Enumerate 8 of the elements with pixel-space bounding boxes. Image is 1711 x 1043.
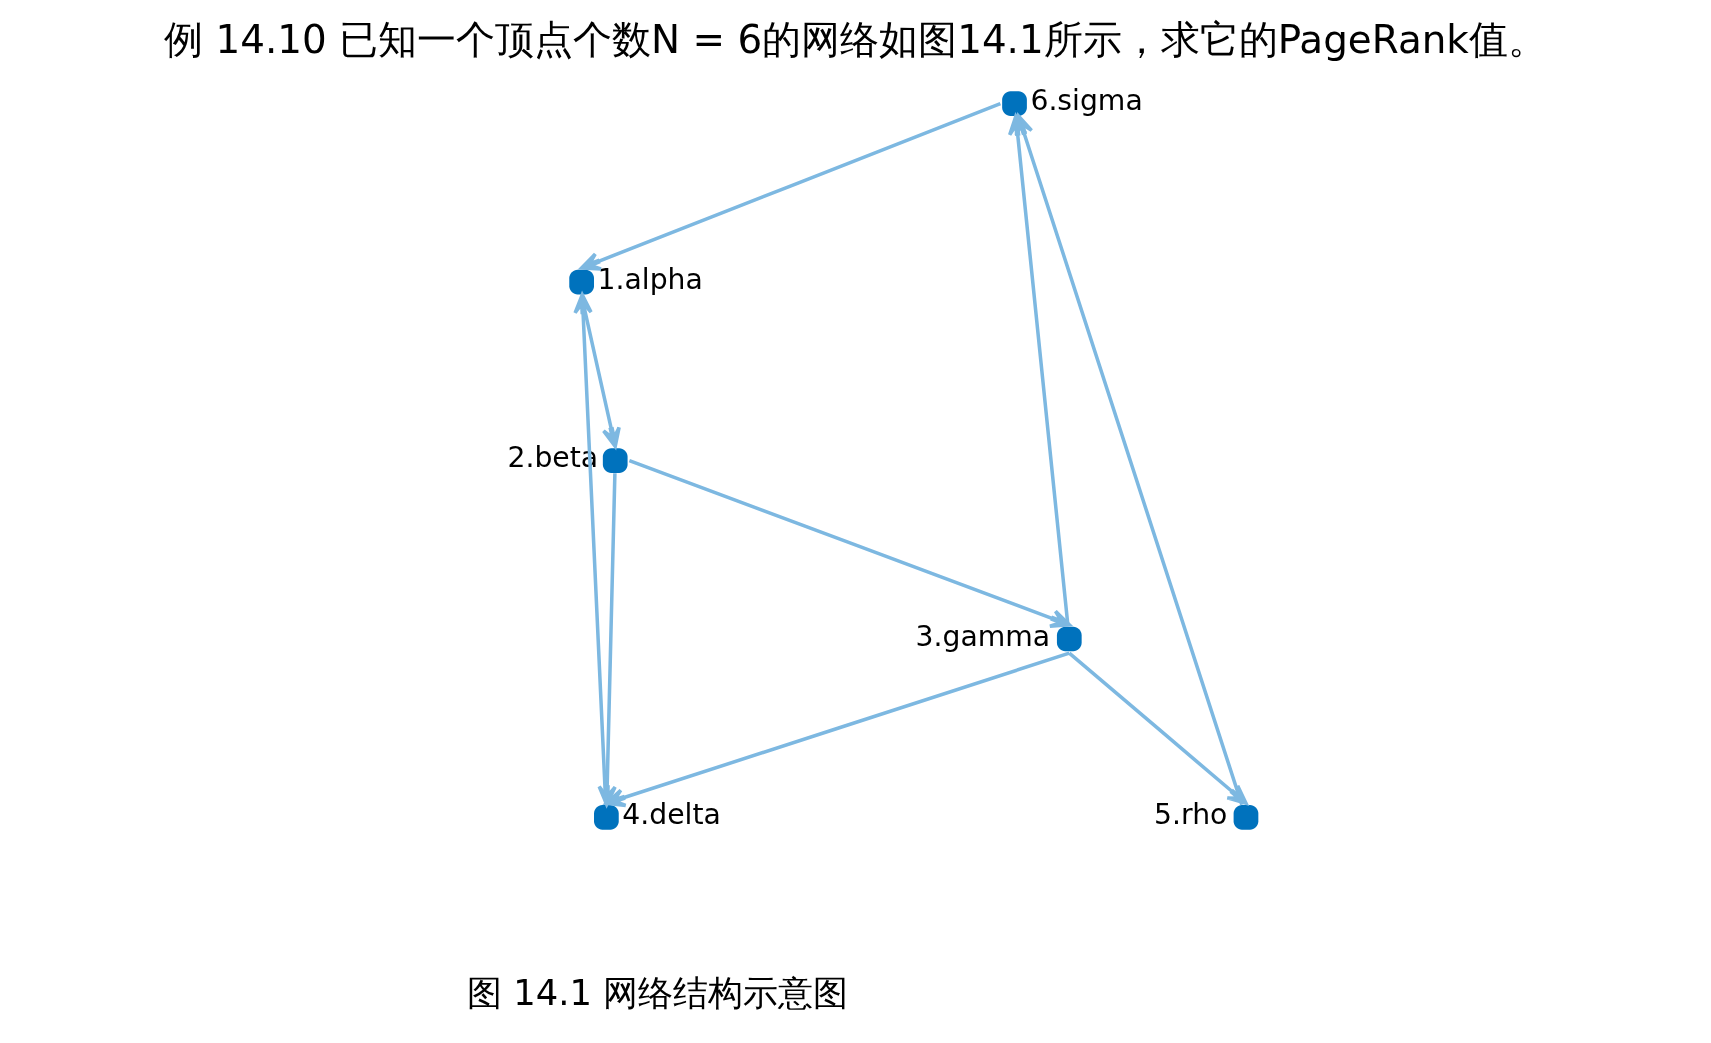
node-label: 5.rho bbox=[1154, 798, 1228, 832]
node-label: 6.sigma bbox=[1030, 84, 1143, 118]
caption: 图 14.1 网络结构示意图 bbox=[467, 971, 849, 1013]
node-label: 3.gamma bbox=[915, 619, 1051, 653]
node-label: 2.beta bbox=[507, 441, 599, 475]
node-label: 1.alpha bbox=[597, 262, 703, 296]
diagram-title: 例 14.10 已知一个顶点个数N = 6的网络如图14.1所示，求它的PageRank值。 bbox=[164, 17, 1547, 63]
node-label: 4.delta bbox=[622, 798, 721, 832]
